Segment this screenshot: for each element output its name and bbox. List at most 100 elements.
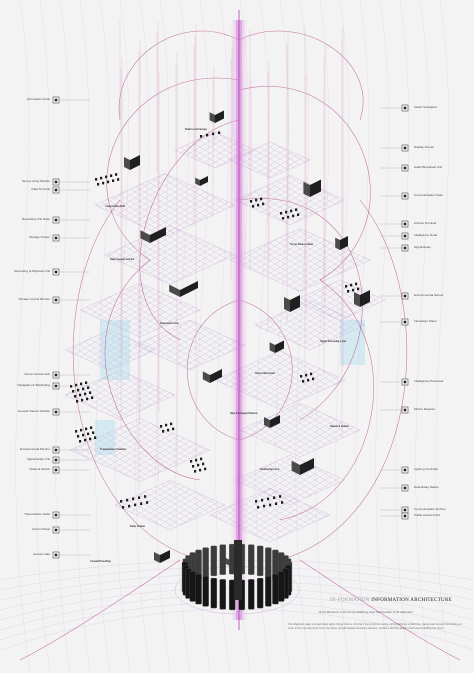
device-dot: [352, 288, 355, 292]
right-label: Display Screen: [414, 145, 435, 149]
cyan-zone: [95, 420, 115, 455]
left-label: Environmental Monitor: [19, 447, 50, 451]
device-dot: [132, 497, 135, 501]
device-dot: [310, 372, 313, 376]
device-dot: [140, 502, 143, 505]
left-label: Signal Relay Unit: [26, 457, 50, 461]
device-dot: [77, 388, 80, 392]
left-label: Storage Cluster: [29, 235, 50, 239]
device-dot: [350, 283, 353, 287]
left-label: Sensor Array Module: [21, 179, 50, 183]
station-marker-core: [403, 508, 407, 512]
device-dot: [97, 183, 100, 186]
device-clusters: [70, 110, 370, 566]
device-block: [209, 112, 215, 123]
device-dot: [70, 385, 73, 388]
platform-caption: Signal Processing Level: [320, 340, 347, 343]
station-marker-core: [403, 106, 407, 110]
device-dot: [87, 432, 90, 436]
device-dot: [199, 468, 202, 472]
contour-line: [75, 0, 91, 673]
device-dot: [120, 500, 123, 503]
device-dot: [197, 463, 200, 467]
platform-grid: [214, 350, 346, 410]
contour-line: [215, 0, 231, 673]
server-rack: [210, 545, 217, 577]
platform-caption: Deep Storage Archive: [110, 258, 135, 261]
platform-caption: Ground Data Ring: [90, 560, 111, 563]
device-block: [215, 110, 224, 123]
device-dot: [117, 178, 120, 181]
flow-line: [238, 30, 364, 121]
device-dot: [262, 202, 265, 206]
device-block: [124, 157, 130, 170]
device-dot: [89, 391, 92, 394]
left-label: Climate Control Monitor: [18, 297, 50, 301]
device-dot: [257, 506, 260, 509]
device-dot: [115, 173, 118, 176]
platform-caption: Monitoring Level: [260, 468, 280, 471]
device-block: [160, 550, 170, 563]
device-dot: [82, 433, 85, 437]
device-dot: [167, 428, 170, 432]
station-marker-core: [54, 448, 58, 452]
device-dot: [202, 462, 205, 466]
station-marker-core: [403, 320, 407, 324]
server-rack: [265, 547, 272, 578]
device-dot: [357, 287, 360, 291]
device-dot: [80, 428, 83, 432]
server-rack: [248, 544, 255, 575]
device-dot: [162, 430, 165, 433]
device-dot: [257, 203, 260, 207]
device-block: [225, 557, 230, 566]
left-label: Acoustic Sensor Module: [17, 409, 50, 413]
left-label: Data Terminal: [31, 187, 50, 191]
left-label: Recording Unit Node: [22, 217, 50, 221]
platform-grid: [239, 402, 361, 458]
device-dot: [290, 209, 293, 213]
device-dot: [267, 497, 270, 501]
flow-line: [299, 559, 461, 661]
poster-quote: "If architecture is the art of ordering,…: [318, 610, 414, 614]
right-label: Public Access Point: [414, 513, 441, 517]
station-marker-core: [54, 468, 58, 472]
server-rack: [257, 577, 264, 609]
device-dot: [74, 395, 77, 398]
station-marker-core: [403, 194, 407, 198]
device-dot: [79, 440, 82, 443]
device-dot: [170, 422, 173, 426]
station-marker-core: [54, 98, 58, 102]
device-block: [291, 460, 300, 475]
station-marker-core: [403, 234, 407, 238]
device-dot: [100, 176, 103, 180]
right-label: Data Relay Station: [414, 485, 440, 489]
device-dot: [206, 133, 209, 137]
platform-caption: Data Exchange Platform: [230, 412, 258, 415]
device-dot: [347, 290, 350, 293]
left-label: Information Kiosk: [26, 97, 50, 101]
right-label: Visitor Navigation: [414, 105, 438, 109]
device-dot: [275, 502, 278, 505]
station-marker-core: [403, 146, 407, 150]
station-marker-core: [403, 468, 407, 472]
device-dot: [261, 498, 264, 502]
flow-line: [186, 299, 240, 441]
right-label: Communication Archive: [414, 507, 446, 511]
right-label: Signal Relay: [414, 245, 431, 249]
station-marker-core: [403, 486, 407, 490]
device-dot: [260, 197, 263, 201]
station-marker-core: [54, 410, 58, 414]
station-marker-core: [54, 373, 58, 377]
device-dot: [279, 495, 282, 498]
device-block: [303, 181, 310, 197]
device-dot: [273, 496, 276, 499]
device-dot: [81, 398, 84, 402]
device-dot: [252, 205, 255, 208]
device-block: [290, 295, 300, 312]
station-marker-core: [54, 298, 58, 302]
server-rack: [265, 576, 272, 607]
device-dot: [122, 506, 125, 509]
flow-line: [279, 199, 408, 561]
station-marker-core: [403, 166, 407, 170]
